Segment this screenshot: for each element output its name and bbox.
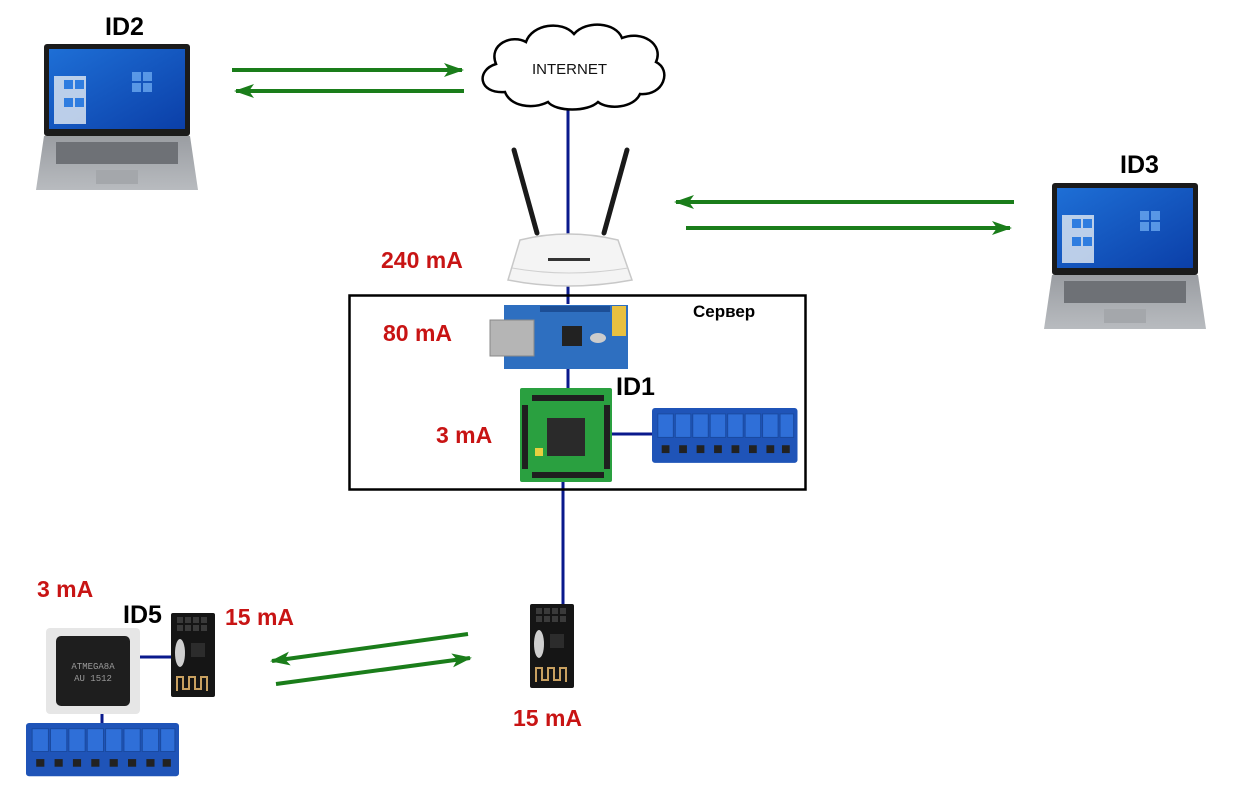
server-label: Сервер (693, 302, 756, 321)
server-frame (348, 294, 807, 491)
laptop-icon (36, 44, 198, 190)
node-id5-label: ID5 (123, 601, 162, 629)
id5-radio-current-label: 15 mA (225, 604, 295, 630)
arrow-id5-to-radio (275, 653, 472, 686)
chip-marking-line1: ATMEGA8A (71, 662, 115, 672)
ethernet-current-label: 80 mA (383, 320, 453, 346)
id5-mcu-current-label: 3 mA (37, 576, 94, 602)
cloud-icon (481, 23, 666, 111)
laptop-id3-label: ID3 (1120, 151, 1159, 179)
atmega-chip-icon: ATMEGA8A AU 1512 (46, 628, 140, 714)
base-radio-current-label: 15 mA (513, 705, 583, 731)
mcu-id1-label: ID1 (616, 373, 655, 401)
nrf24-radio-icon (170, 612, 216, 698)
chip-marking-line2: AU 1512 (74, 674, 112, 684)
internet-label: INTERNET (532, 61, 607, 78)
mcu-current-label: 3 mA (436, 422, 493, 448)
data-flow-arrows (232, 63, 1014, 686)
relay-module-icon (651, 407, 798, 464)
nrf24-radio-icon (529, 603, 575, 689)
ethernet-module-icon (489, 305, 628, 369)
wifi-router-icon (507, 147, 633, 287)
arrow-radio-to-id5 (270, 632, 469, 666)
relay-module-icon (25, 722, 180, 777)
router-current-label: 240 mA (381, 247, 463, 273)
laptop-id2-label: ID2 (105, 13, 144, 41)
mcu-board-icon (520, 388, 612, 482)
laptop-icon (1044, 183, 1206, 329)
